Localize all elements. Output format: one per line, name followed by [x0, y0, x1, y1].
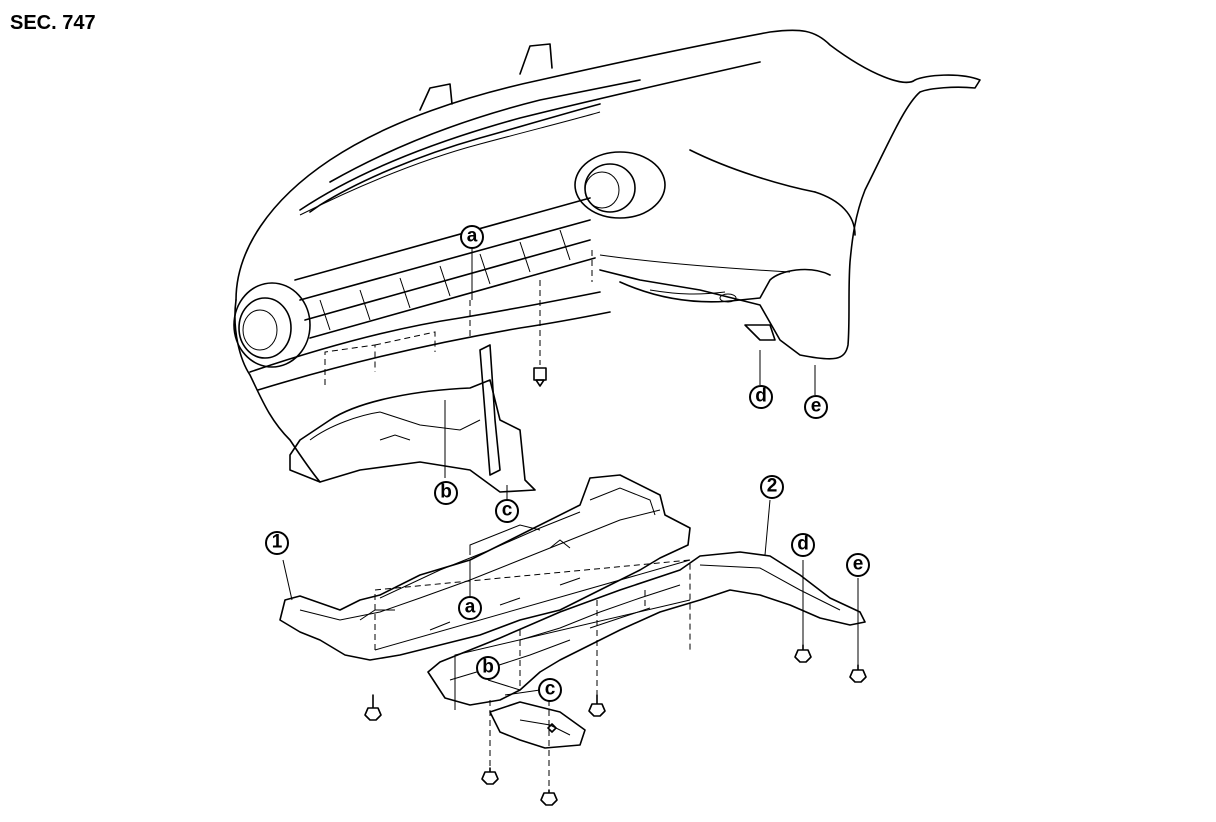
callout-a-upper-text: a [467, 226, 478, 247]
bolt-icon [481, 767, 499, 785]
engine-undercover-rear [427, 551, 866, 749]
callout-a-lower-text: a [465, 597, 476, 618]
callout-c-lower-text: c [545, 679, 556, 700]
callout-part-2-text: 2 [767, 476, 778, 497]
callout-c-upper-text: c [502, 500, 513, 521]
callout-d-upper-text: d [755, 386, 767, 407]
callout-part-1: 1 [265, 531, 289, 555]
section-label: SEC. 747 [10, 12, 96, 34]
bolt-icon [364, 694, 382, 721]
callout-d-lower-text: d [797, 534, 809, 555]
callout-b-lower-text: b [482, 657, 494, 678]
callout-c-lower: c [538, 678, 562, 702]
callout-b-lower: b [476, 656, 500, 680]
callout-b-upper-text: b [440, 482, 452, 503]
callout-b-upper: b [434, 481, 458, 505]
callout-a-upper: a [460, 225, 484, 249]
callout-e-lower: e [846, 553, 870, 577]
clip-bolt-center [533, 367, 547, 387]
callout-d-lower: d [791, 533, 815, 557]
bolt-icon [849, 664, 867, 683]
front-bumper-fascia [233, 29, 981, 500]
callout-c-upper: c [495, 499, 519, 523]
callout-a-lower: a [458, 596, 482, 620]
bolt-icon [794, 644, 812, 663]
callout-e-lower-text: e [853, 554, 864, 575]
bolt-icon [540, 789, 558, 806]
bolt-icon [588, 694, 606, 717]
callout-e-upper: e [804, 395, 828, 419]
callout-e-upper-text: e [811, 396, 822, 417]
engine-undercover-front [279, 474, 691, 661]
callout-part-1-text: 1 [272, 532, 283, 553]
callout-d-upper: d [749, 385, 773, 409]
callout-part-2: 2 [760, 475, 784, 499]
